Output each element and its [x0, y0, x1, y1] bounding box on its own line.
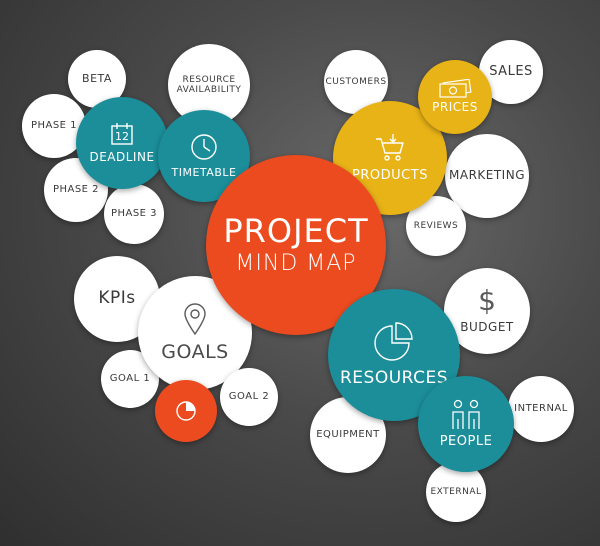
money-icon — [438, 79, 472, 99]
node-kpis-label: KPIs — [98, 288, 136, 309]
node-people-label: PEOPLE — [439, 433, 493, 449]
node-internal: INTERNAL — [508, 376, 574, 442]
calendar-icon: 12 — [109, 121, 135, 147]
people-icon — [448, 399, 484, 431]
dollar-icon: $ — [478, 284, 496, 318]
pie-chart-icon — [374, 321, 414, 361]
node-prices: PRICES — [418, 60, 492, 134]
center-subtitle: MIND MAP — [235, 250, 357, 276]
calendar-day: 12 — [115, 130, 129, 144]
node-external-label: EXTERNAL — [430, 486, 482, 497]
node-customers-label: CUSTOMERS — [325, 76, 387, 87]
node-goal-2-label: GOAL 2 — [228, 391, 270, 403]
node-resource-label-line1: RESOURCE — [182, 74, 236, 85]
node-phase-2-label: PHASE 2 — [52, 184, 100, 196]
node-phase-1: PHASE 1 — [22, 94, 86, 158]
node-phase-3: PHASE 3 — [104, 184, 164, 244]
pie-chart-icon — [175, 400, 197, 422]
clock-icon — [190, 133, 218, 161]
node-external: EXTERNAL — [426, 462, 486, 522]
node-goal-1: GOAL 1 — [101, 350, 159, 408]
hub-goals-label: GOALS — [161, 341, 229, 364]
node-internal-label: INTERNAL — [514, 403, 568, 415]
shopping-cart-icon — [373, 133, 407, 163]
node-beta: BETA — [68, 50, 126, 108]
node-marketing: MARKETING — [445, 134, 529, 218]
node-equipment-label: EQUIPMENT — [316, 429, 380, 441]
hub-resources-label: RESOURCES — [339, 368, 449, 389]
node-sales-label: SALES — [489, 63, 533, 79]
node-phase-1-label: PHASE 1 — [30, 120, 78, 132]
node-goal-1-label: GOAL 1 — [109, 373, 151, 385]
node-resource-label-line2: AVAILABILITY — [176, 85, 242, 95]
node-goal-2: GOAL 2 — [220, 368, 278, 426]
node-reviews-label: REVIEWS — [413, 220, 459, 231]
node-marketing-label: MARKETING — [449, 168, 525, 183]
node-budget: $ BUDGET — [444, 268, 530, 354]
node-budget-label: BUDGET — [460, 320, 514, 335]
hub-timetable-label: TIMETABLE — [171, 165, 237, 179]
hub-products-label: PRODUCTS — [352, 167, 428, 183]
hub-deadline-label: DEADLINE — [89, 150, 155, 165]
map-pin-icon — [182, 302, 208, 336]
node-prices-label: PRICES — [432, 100, 478, 115]
node-goals-chart — [155, 380, 217, 442]
node-beta-label: BETA — [82, 71, 112, 85]
node-people: PEOPLE — [418, 376, 514, 472]
hub-deadline: 12 DEADLINE — [76, 97, 168, 189]
center-title: PROJECT — [223, 211, 369, 250]
node-phase-3-label: PHASE 3 — [110, 208, 158, 220]
